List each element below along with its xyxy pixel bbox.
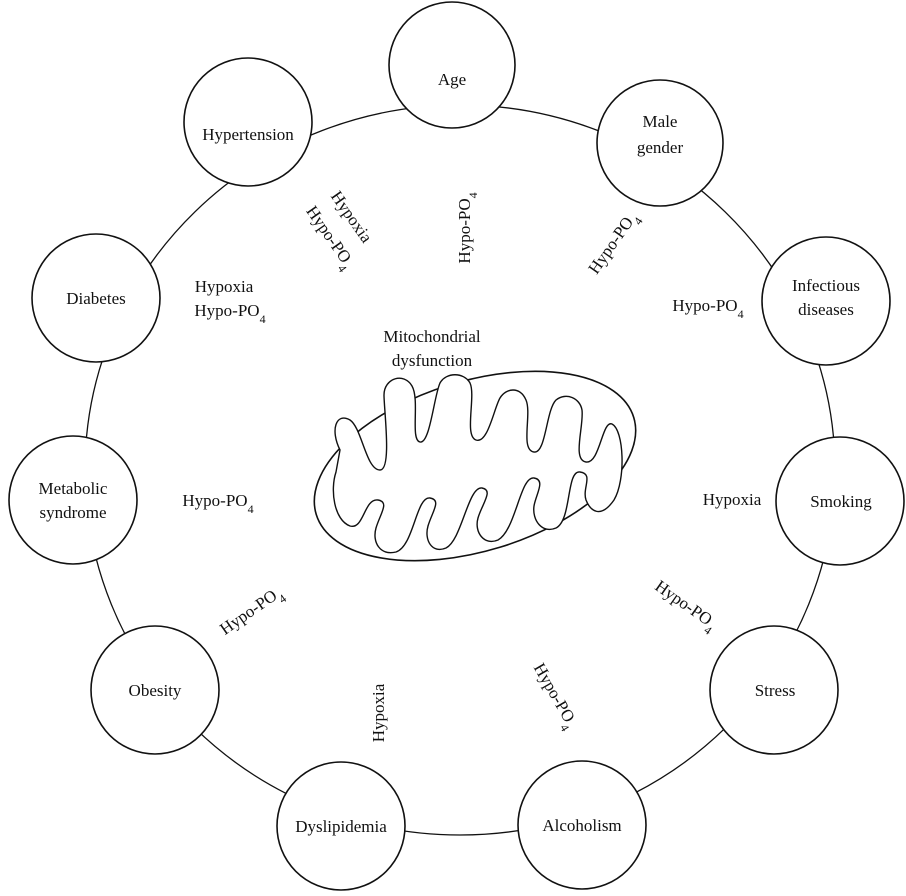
link-label-diabetes-2: Hypo-PO4 [194,301,265,326]
node-diabetes-label: Diabetes [66,289,125,308]
node-diabetes: Diabetes [31,233,161,363]
center-title-line2: dysfunction [392,351,473,370]
node-alcoholism-label: Alcoholism [542,816,621,835]
node-infectious-diseases-label-1: Infectious [792,276,860,295]
node-male-gender: Male gender [596,79,724,207]
node-hypertension-label: Hypertension [202,125,294,144]
link-label-obesity: Hypo-PO4 [216,582,289,643]
link-label-stress: Hypo-PO4 [648,576,721,637]
node-alcoholism: Alcoholism [517,760,647,890]
node-male-gender-label-2: gender [637,138,684,157]
node-metabolic-syndrome: Metabolic syndrome [8,435,138,565]
node-metabolic-syndrome-label-1: Metabolic [39,479,108,498]
center-title: Mitochondrial dysfunction [383,327,481,370]
node-smoking-label: Smoking [810,492,872,511]
node-dyslipidemia: Dyslipidemia [276,761,406,891]
link-label-smoking: Hypoxia [703,490,762,509]
node-stress-label: Stress [755,681,796,700]
link-label-alcoholism: Hypo-PO4 [525,660,582,734]
node-male-gender-label-1: Male [643,112,678,131]
node-obesity: Obesity [90,625,220,755]
mitochondrion-icon [313,370,637,562]
node-age-label: Age [438,70,466,89]
link-label-age: Hypo-PO4 [455,192,480,263]
node-obesity-label: Obesity [129,681,182,700]
center-title-line1: Mitochondrial [383,327,481,346]
link-label-male-gender: Hypo-PO4 [584,208,645,281]
node-infectious-diseases: Infectious diseases [761,236,891,366]
node-age: Age [388,1,516,129]
node-stress: Stress [709,625,839,755]
link-label-dyslipidemia: Hypoxia [369,683,388,742]
node-smoking: Smoking [775,436,905,566]
node-dyslipidemia-label: Dyslipidemia [295,817,387,836]
node-infectious-diseases-label-2: diseases [798,300,854,319]
link-label-diabetes-1: Hypoxia [195,277,254,296]
node-hypertension: Hypertension [183,57,313,187]
node-metabolic-syndrome-label-2: syndrome [39,503,106,522]
link-label-metabolic-syndrome: Hypo-PO4 [182,491,253,516]
link-label-infectious-diseases: Hypo-PO4 [672,296,743,321]
